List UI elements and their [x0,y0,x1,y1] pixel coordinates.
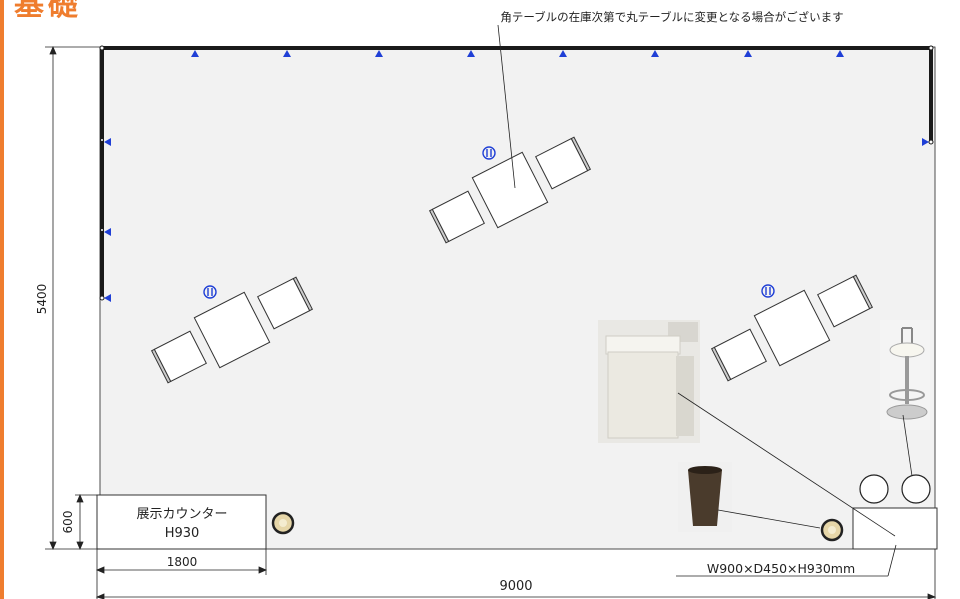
chair-back [150,348,172,384]
stools-plan [859,474,931,504]
counter-height: H930 [165,526,200,541]
wall-joints [99,45,934,301]
chair-back [570,136,592,172]
cabinet-plan [852,507,938,550]
table-note: 角テーブルの在庫次第で丸テーブルに変更となる場合がございます [500,10,843,24]
leader-lines [497,24,913,577]
spotlight-triangle-icon [651,50,659,57]
outlets [203,146,775,299]
table [753,289,831,367]
chair-back [292,276,314,312]
spotlight-triangle-icon [283,50,291,57]
dimension-lines [45,45,937,599]
spotlight-triangle-icon [104,228,111,236]
spotlight-triangle-icon [559,50,567,57]
accent-bar [0,0,4,599]
cabinet-photo [598,320,700,443]
booth-floor [99,46,936,550]
table-set [428,136,592,244]
trash-bin-photo [678,462,732,532]
counter-name: 展示カウンター [136,507,227,522]
walls [100,46,933,298]
height-dimension-label: 5400 [35,284,49,315]
spotlight-triangle-icon [191,50,199,57]
stool-photo [880,320,930,430]
spotlight-triangle-icon [922,138,929,146]
trash-bin-plan [271,511,844,542]
outlet-icon [761,284,775,298]
spotlight-triangle-icon [104,294,111,302]
counter-width-label: 1800 [167,555,198,569]
exhibition-counter [96,494,267,550]
spotlight-triangle-icon [744,50,752,57]
spotlights [104,50,929,302]
page-title: 基礎 [14,0,82,23]
cabinet-spec-label: W900×D450×H930mm [707,561,855,576]
table-set [150,276,314,384]
counter-depth-label: 600 [61,511,75,534]
spotlight-triangle-icon [467,50,475,57]
outlet-icon [482,146,496,160]
chair-back [852,274,874,310]
table-set [710,274,874,382]
spotlight-triangle-icon [836,50,844,57]
outlet-icon [203,285,217,299]
width-dimension-label: 9000 [499,579,532,594]
spotlight-triangle-icon [104,138,111,146]
chair-back [710,346,732,382]
table [471,151,549,229]
table [193,291,271,369]
chair-back [428,208,450,244]
spotlight-triangle-icon [375,50,383,57]
